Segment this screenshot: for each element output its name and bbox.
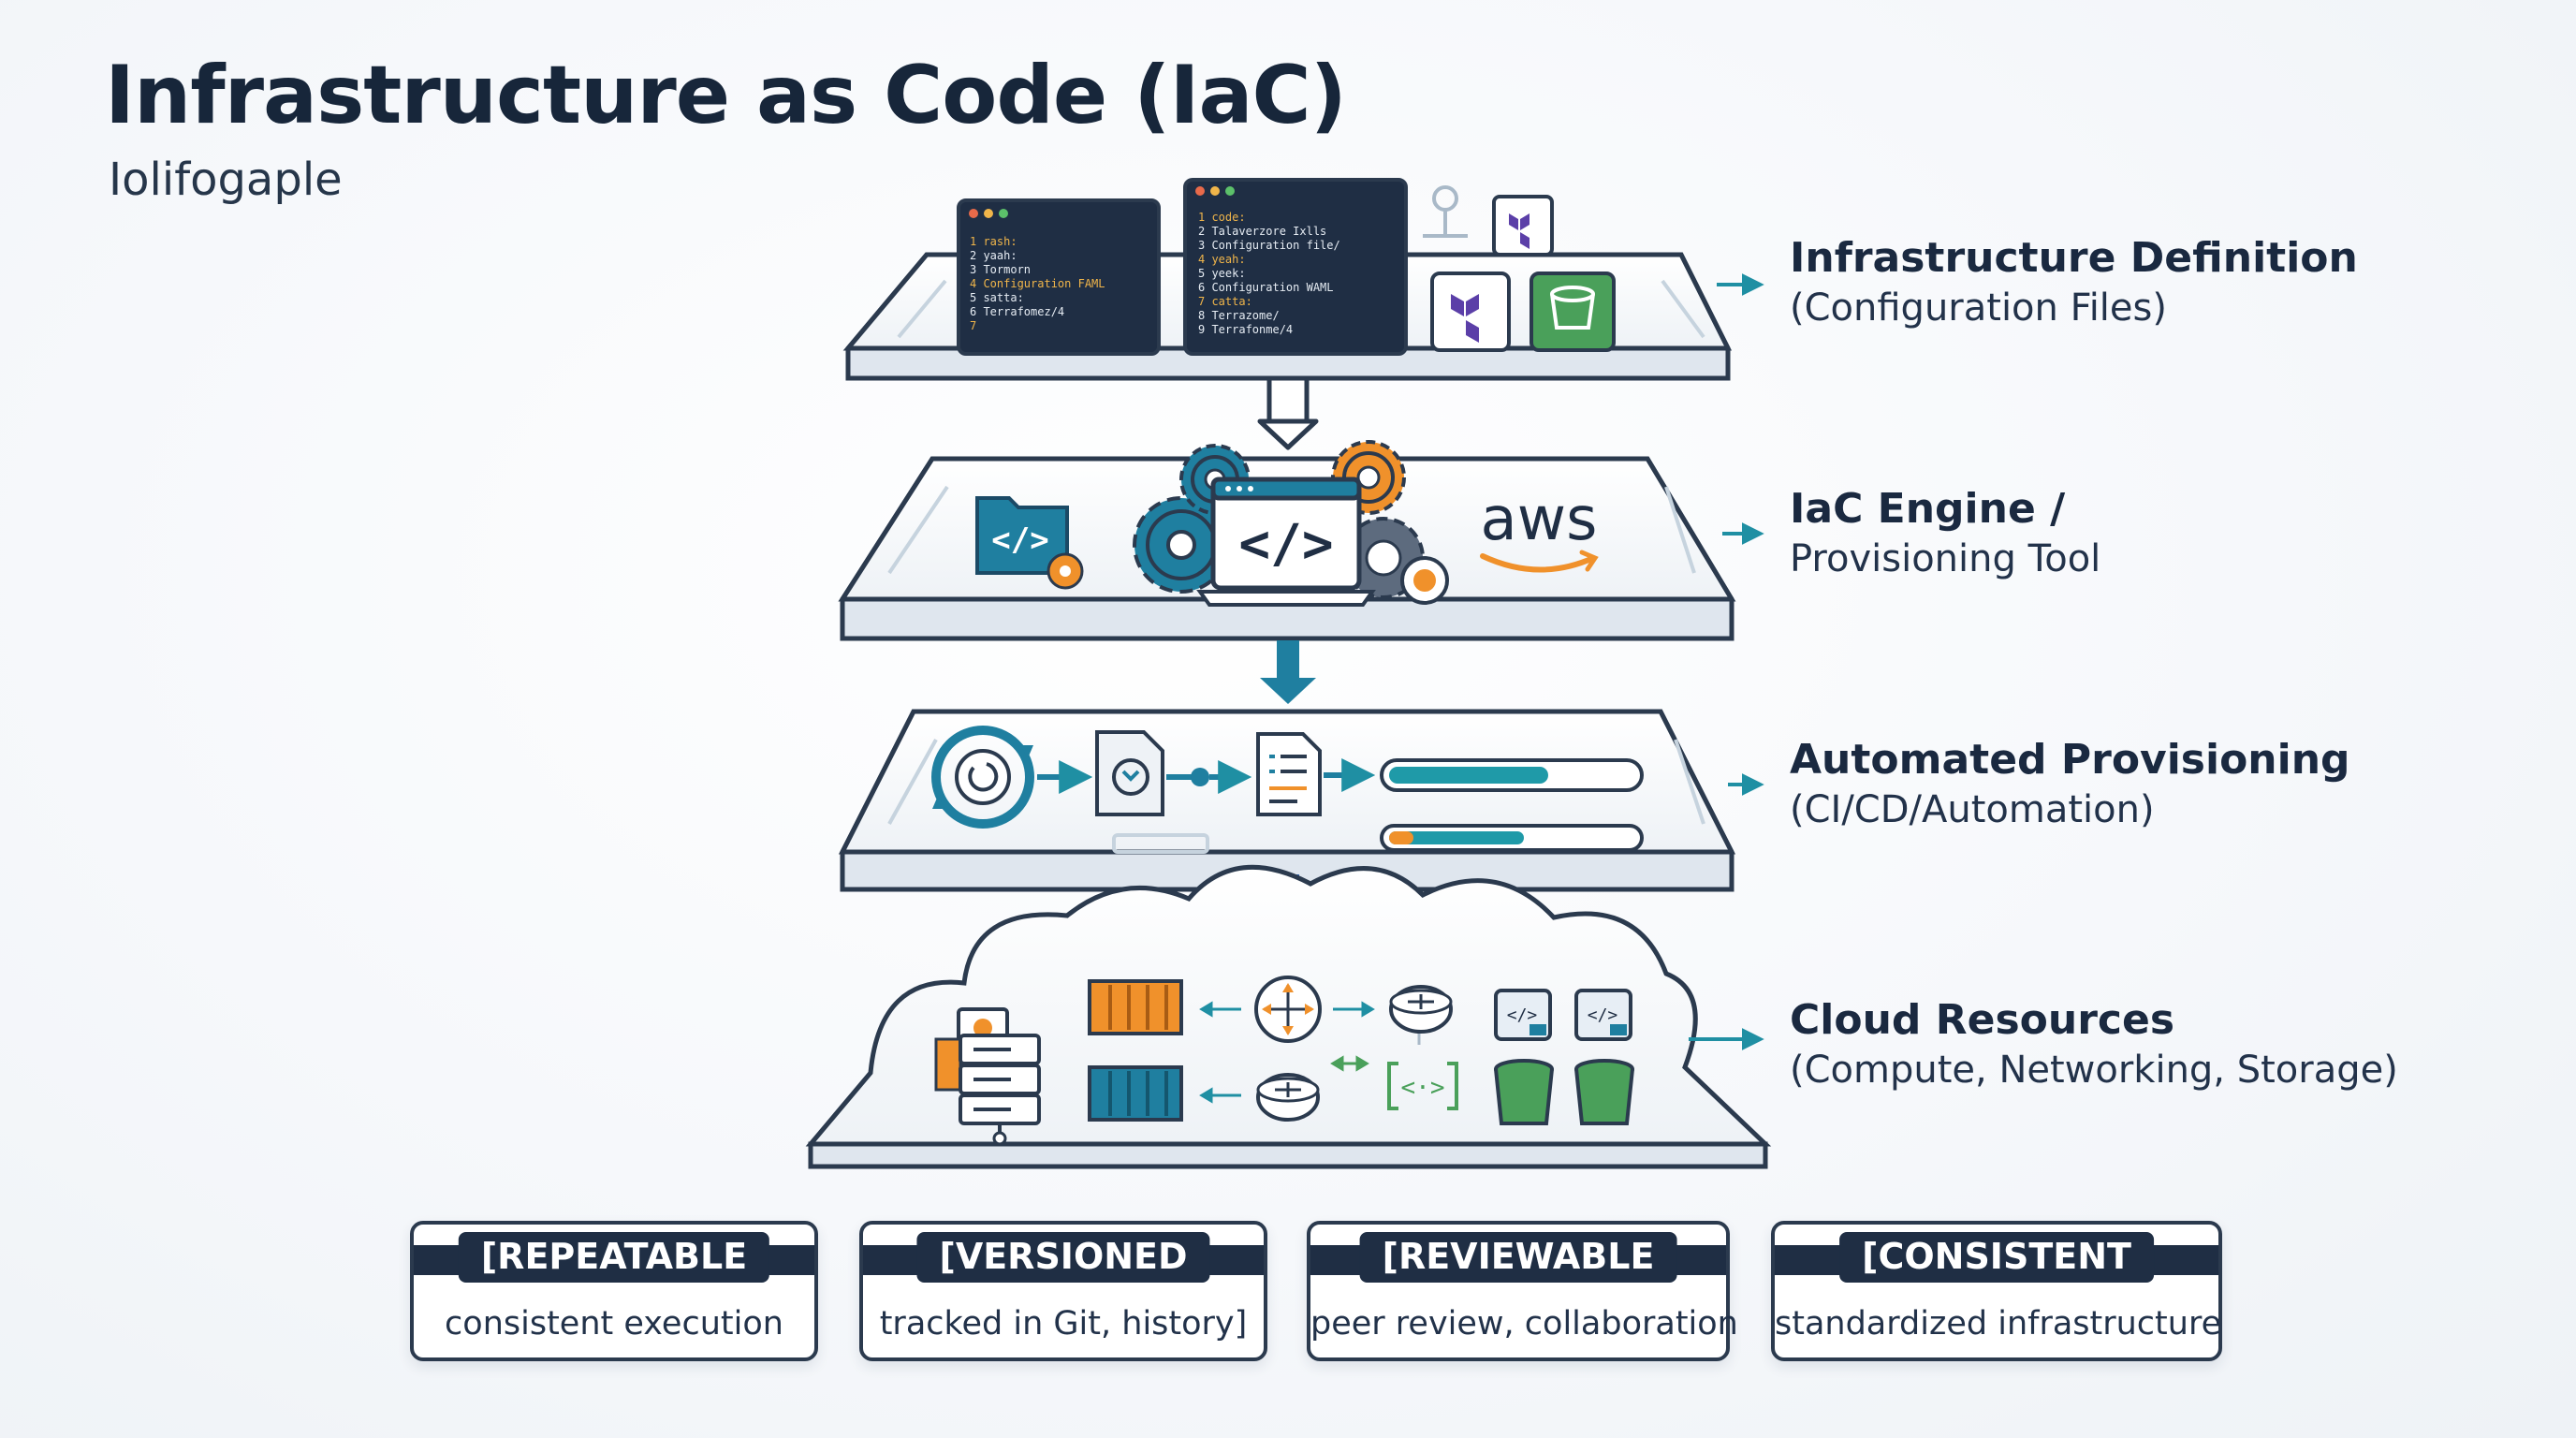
code-line: 2 yaah: [970, 249, 1017, 262]
code-line: 2 Talaverzore Ixlls [1198, 225, 1326, 238]
terraform-icon [1492, 195, 1554, 257]
svg-text:<·>: <·> [1401, 1074, 1445, 1102]
code-line: 5 satta: [970, 291, 1024, 304]
code-window-icon: <·> [1387, 1062, 1458, 1110]
storage-bucket-icon [1530, 271, 1616, 352]
card-heading: [REPEATABLE [458, 1232, 770, 1283]
layer-automation [838, 709, 1764, 892]
load-balancer-icon [1389, 985, 1453, 1034]
bucket-icon [1574, 1059, 1634, 1125]
progress-bar [1380, 824, 1644, 852]
checklist-document-icon [1256, 732, 1322, 816]
code-folder-icon: </> [975, 496, 1084, 590]
pin-icon [1423, 185, 1468, 238]
gear-icon [1342, 517, 1449, 605]
card-heading: [CONSISTENT [1839, 1232, 2154, 1283]
code-window-icon: </> [1574, 989, 1632, 1041]
flow-arrow [1260, 640, 1316, 704]
container-icon [1088, 1065, 1183, 1122]
progress-bar [1380, 758, 1644, 792]
server-rack-icon [934, 1007, 1041, 1146]
layer-label-engine: IaC Engine / [1790, 485, 2066, 533]
flow-arrow [1257, 375, 1319, 450]
svg-text:aws: aws [1481, 485, 1598, 554]
layer-label-automation: Automated Provisioning [1790, 736, 2350, 784]
code-line: 6 Configuration WAML [1198, 281, 1334, 294]
card-heading: [VERSIONED [916, 1232, 1210, 1283]
benefit-card-versioned: [VERSIONED tracked in Git, history] [859, 1221, 1267, 1361]
laptop-icon: </> [1196, 477, 1376, 607]
container-icon [1088, 979, 1183, 1035]
code-line: 6 Terrafomez/4 [970, 305, 1064, 318]
layer-sublabel-engine: Provisioning Tool [1790, 537, 2101, 580]
benefit-card-reviewable: [REVIEWABLE peer review, collaboration [1307, 1221, 1738, 1361]
refresh-cycle-icon [931, 726, 1034, 829]
svg-text:</>: </> [991, 521, 1048, 559]
layer-label-cloud: Cloud Resources [1790, 996, 2175, 1044]
code-line: 7 catta: [1198, 295, 1252, 308]
code-glyph: </> [1238, 514, 1333, 575]
document-sync-icon [1095, 730, 1164, 816]
card-heading: [REVIEWABLE [1359, 1232, 1677, 1283]
benefit-card-consistent: [CONSISTENT standardized infrastructure [1771, 1221, 2222, 1361]
code-line: 1 rash: [970, 235, 1017, 248]
bucket-icon [1494, 1059, 1554, 1125]
layer-sublabel-automation: (CI/CD/Automation) [1790, 788, 2155, 831]
code-line: 5 yeek: [1198, 267, 1246, 280]
code-line: 3 Tormorn [970, 263, 1031, 276]
router-icon [1256, 1073, 1320, 1122]
code-line: 7 [970, 319, 976, 332]
aws-logo: aws [1480, 485, 1599, 573]
code-window-icon: </> [1494, 989, 1552, 1041]
benefit-card-repeatable: [REPEATABLE consistent execution [410, 1221, 818, 1361]
svg-text:</>: </> [1588, 1005, 1618, 1025]
terraform-icon [1430, 271, 1511, 352]
layer-label-definition: Infrastructure Definition [1790, 234, 2358, 282]
card-description: standardized infrastructure [1775, 1305, 2222, 1343]
svg-text:</>: </> [1507, 1005, 1538, 1025]
card-description: peer review, collaboration [1310, 1305, 1738, 1343]
router-icon [1254, 976, 1322, 1043]
page-title: Infrastructure as Code (IaC) [105, 49, 1347, 142]
layer-sublabel-definition: (Configuration Files) [1790, 286, 2167, 330]
layer-sublabel-cloud: (Compute, Networking, Storage) [1790, 1049, 2398, 1092]
code-line: 3 Configuration file/ [1198, 239, 1340, 252]
code-line: 4 Configuration FAML [970, 277, 1105, 290]
card-description: tracked in Git, history] [879, 1305, 1248, 1343]
code-line: 4 yeah: [1198, 253, 1246, 266]
page-subtitle: Iolifogaple [109, 154, 343, 206]
code-line: 9 Terrafonme/4 [1198, 323, 1293, 336]
code-line: 8 Terrazome/ [1198, 309, 1280, 322]
layer-cloud: <·> </> </> [805, 864, 1772, 1169]
code-line: 1 code: [1198, 211, 1246, 224]
card-description: consistent execution [445, 1305, 783, 1343]
layer-engine: </> </> [838, 440, 1764, 641]
